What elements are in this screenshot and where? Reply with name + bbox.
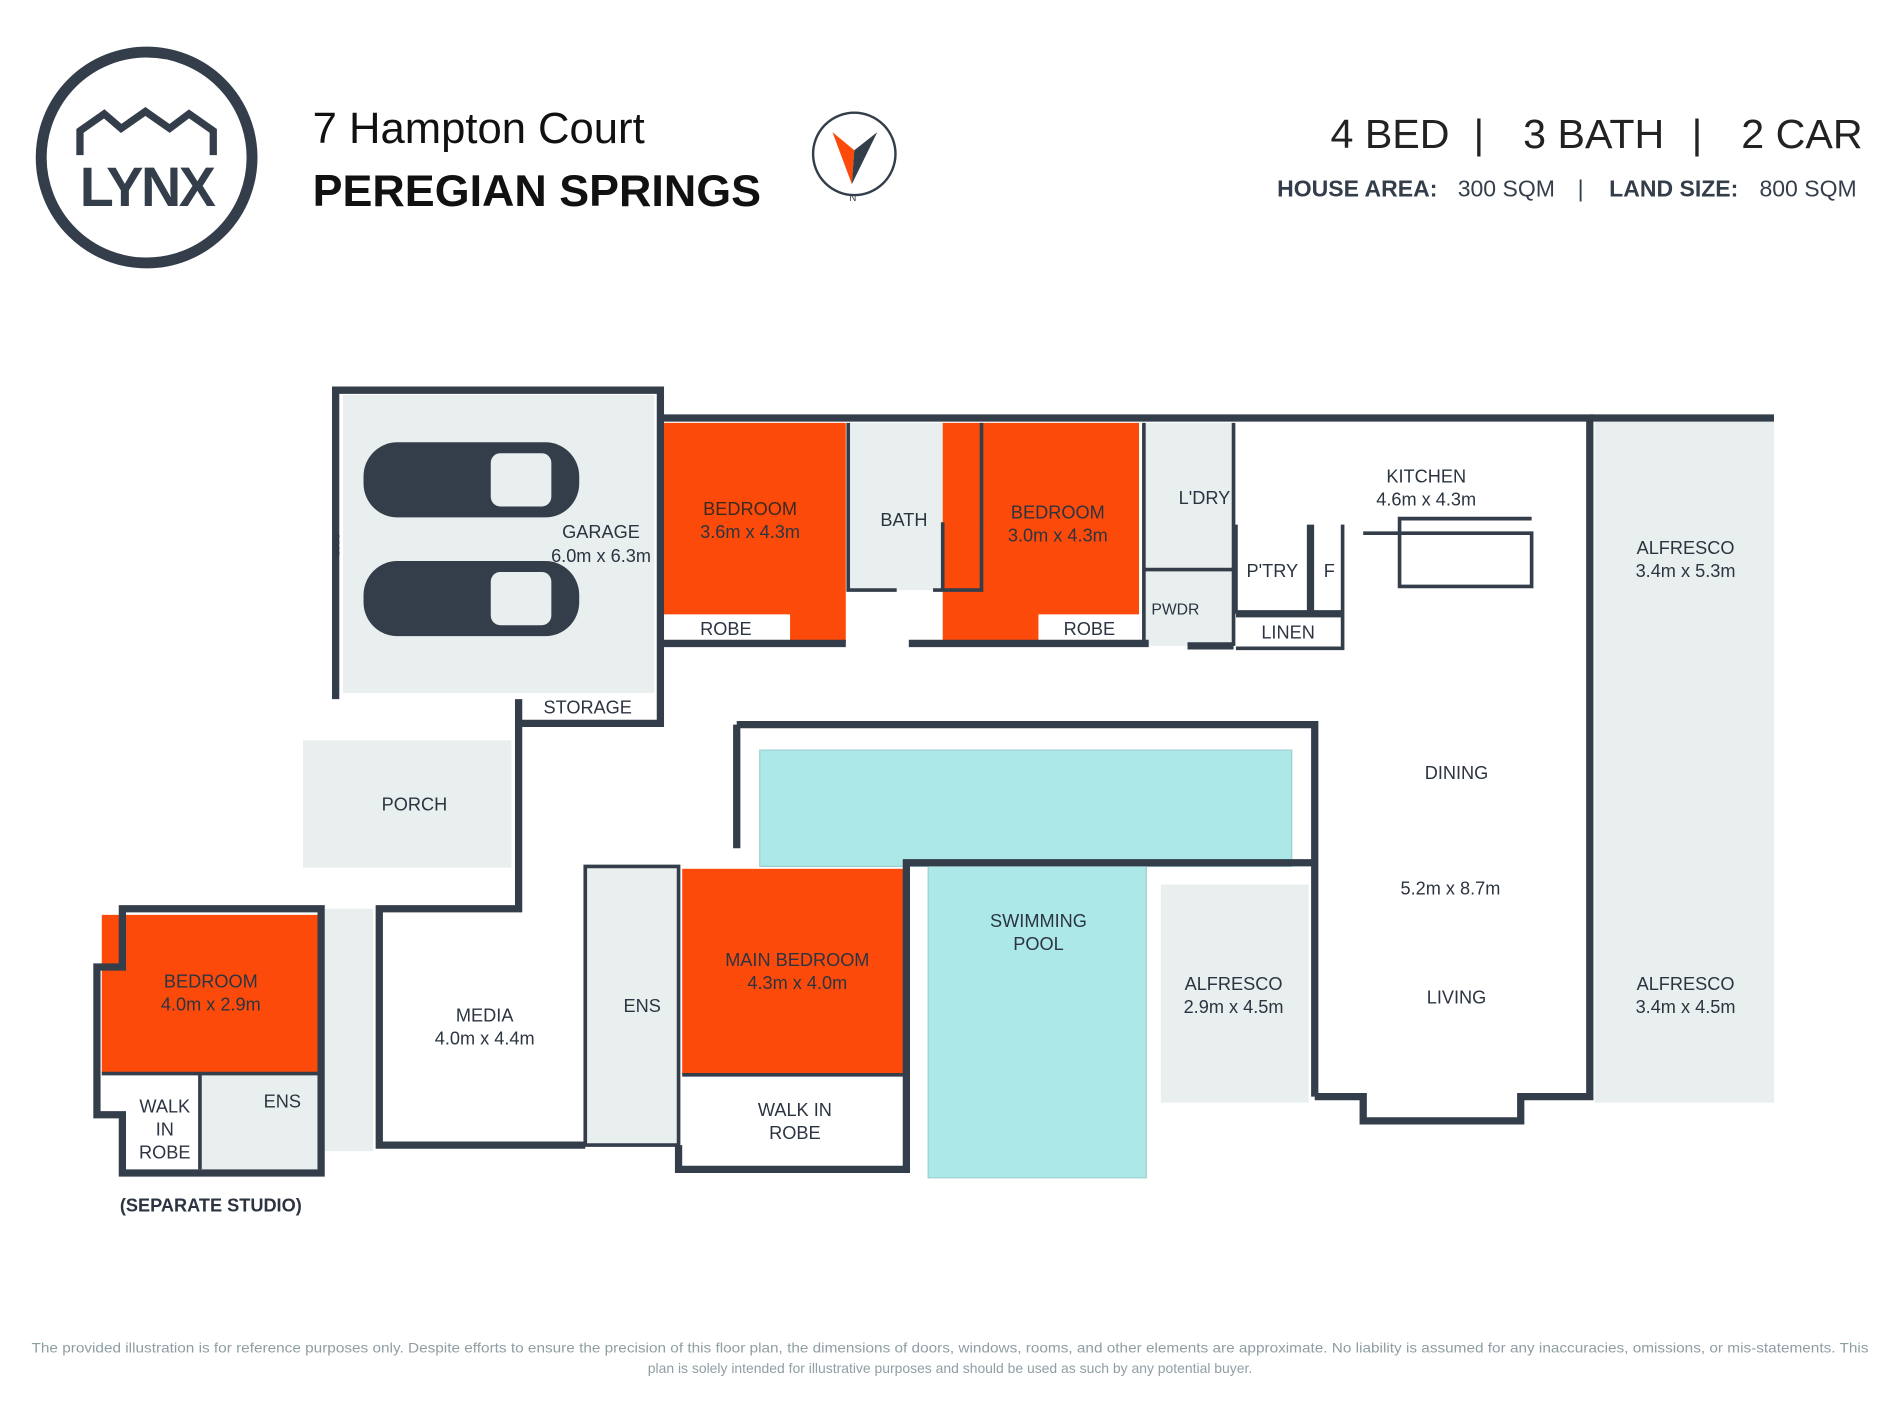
laundry-floor (1143, 422, 1234, 646)
suburb: PEREGIAN SPRINGS (313, 165, 761, 216)
bedroom-1-floor (659, 422, 846, 644)
pool-label-2: POOL (1013, 934, 1063, 954)
studio-wir-label-1: WALK (139, 1096, 190, 1116)
alfresco-ne-label: ALFRESCO (1637, 538, 1735, 558)
pantry-label: P'TRY (1247, 561, 1299, 581)
bath-label: BATH (880, 510, 927, 530)
kitchen-label: KITCHEN (1386, 466, 1466, 486)
studio-wir-label-3: ROBE (139, 1142, 190, 1162)
garage-label: GARAGE (562, 522, 640, 542)
logo-text: LYNX (80, 156, 216, 218)
powder-label: PWDR (1151, 601, 1199, 618)
robe-2-label: ROBE (1064, 619, 1115, 639)
ensuite-label: ENS (624, 996, 661, 1016)
house-area-value: 300 SQM (1458, 175, 1555, 201)
disclaimer-line-1: The provided illustration is for referen… (32, 1339, 1869, 1355)
separator: | (1578, 175, 1584, 201)
land-size-label: LAND SIZE: (1609, 175, 1738, 201)
alfresco-mid-label: ALFRESCO (1185, 974, 1283, 994)
linen-label: LINEN (1261, 623, 1314, 643)
main-bedroom-size: 4.3m x 4.0m (747, 973, 847, 993)
garage-door-label: DOOR (332, 534, 341, 556)
alfresco-mid (1160, 884, 1309, 1103)
separate-studio-note: (SEPARATE STUDIO) (120, 1196, 302, 1216)
alfresco-mid-size: 2.9m x 4.5m (1184, 997, 1284, 1017)
bedroom-2-floor (942, 422, 1140, 644)
walk-in-robe-label-1: WALK IN (758, 1100, 832, 1120)
bath-count: 3 BATH (1523, 111, 1664, 157)
robe-1-label: ROBE (700, 619, 751, 639)
swimming-pool (759, 749, 1293, 1179)
lynx-logo: LYNX (35, 46, 258, 269)
main-bedroom-floor (682, 868, 907, 1075)
kitchen-size: 4.6m x 4.3m (1376, 489, 1476, 509)
alfresco-ne-size: 3.4m x 5.3m (1636, 561, 1736, 581)
porch-label: PORCH (382, 795, 448, 815)
garage-floor (342, 395, 655, 694)
disclaimer-line-2: plan is solely intended for illustrative… (648, 1360, 1252, 1376)
garage-size: 6.0m x 6.3m (551, 546, 651, 566)
studio-ensuite-floor (199, 1073, 319, 1170)
porch-floor (302, 740, 512, 868)
car-count: 2 CAR (1741, 111, 1862, 157)
alfresco-east (1594, 420, 1774, 1103)
land-size-value: 800 SQM (1759, 175, 1856, 201)
studio-wir-label-2: IN (156, 1119, 174, 1139)
main-bedroom-label: MAIN BEDROOM (725, 950, 869, 970)
living-size: 5.2m x 8.7m (1400, 878, 1500, 898)
compass-label: N (849, 193, 856, 204)
car-icon (363, 442, 580, 518)
separator: | (1692, 111, 1703, 157)
bedroom-1-size: 3.6m x 4.3m (700, 522, 800, 542)
bedroom-2-label: BEDROOM (1011, 503, 1105, 523)
walkway (324, 908, 374, 1152)
fridge-label: F (1324, 561, 1335, 581)
bedroom-2-size: 3.0m x 4.3m (1008, 526, 1108, 546)
media-label: MEDIA (456, 1005, 514, 1025)
walls (93, 386, 1774, 1177)
bedroom-1-label: BEDROOM (703, 499, 797, 519)
ensuite-floor (585, 866, 679, 1146)
car-icon (363, 561, 580, 637)
media-size: 4.0m x 4.4m (435, 1029, 535, 1049)
house-area-label: HOUSE AREA: (1277, 175, 1437, 201)
dining-label: DINING (1425, 763, 1489, 783)
living-label: LIVING (1427, 987, 1487, 1007)
north-compass-icon: N (811, 111, 897, 204)
street-address: 7 Hampton Court (313, 105, 645, 153)
studio-bedroom-size: 4.0m x 2.9m (161, 995, 261, 1015)
pool-label-1: SWIMMING (990, 911, 1087, 931)
storage-label: STORAGE (543, 698, 631, 718)
studio-bedroom-label: BEDROOM (164, 972, 258, 992)
studio-ensuite-label: ENS (264, 1092, 301, 1112)
alfresco-se-label: ALFRESCO (1637, 974, 1735, 994)
bed-count: 4 BED (1330, 111, 1449, 157)
separator: | (1473, 111, 1484, 157)
walk-in-robe-label-2: ROBE (769, 1123, 820, 1143)
alfresco-se-size: 3.4m x 4.5m (1636, 997, 1736, 1017)
property-summary: 4 BED | 3 BATH | 2 CAR (1330, 111, 1862, 157)
laundry-label: L'DRY (1179, 488, 1231, 508)
studio-bedroom-floor (101, 914, 319, 1074)
